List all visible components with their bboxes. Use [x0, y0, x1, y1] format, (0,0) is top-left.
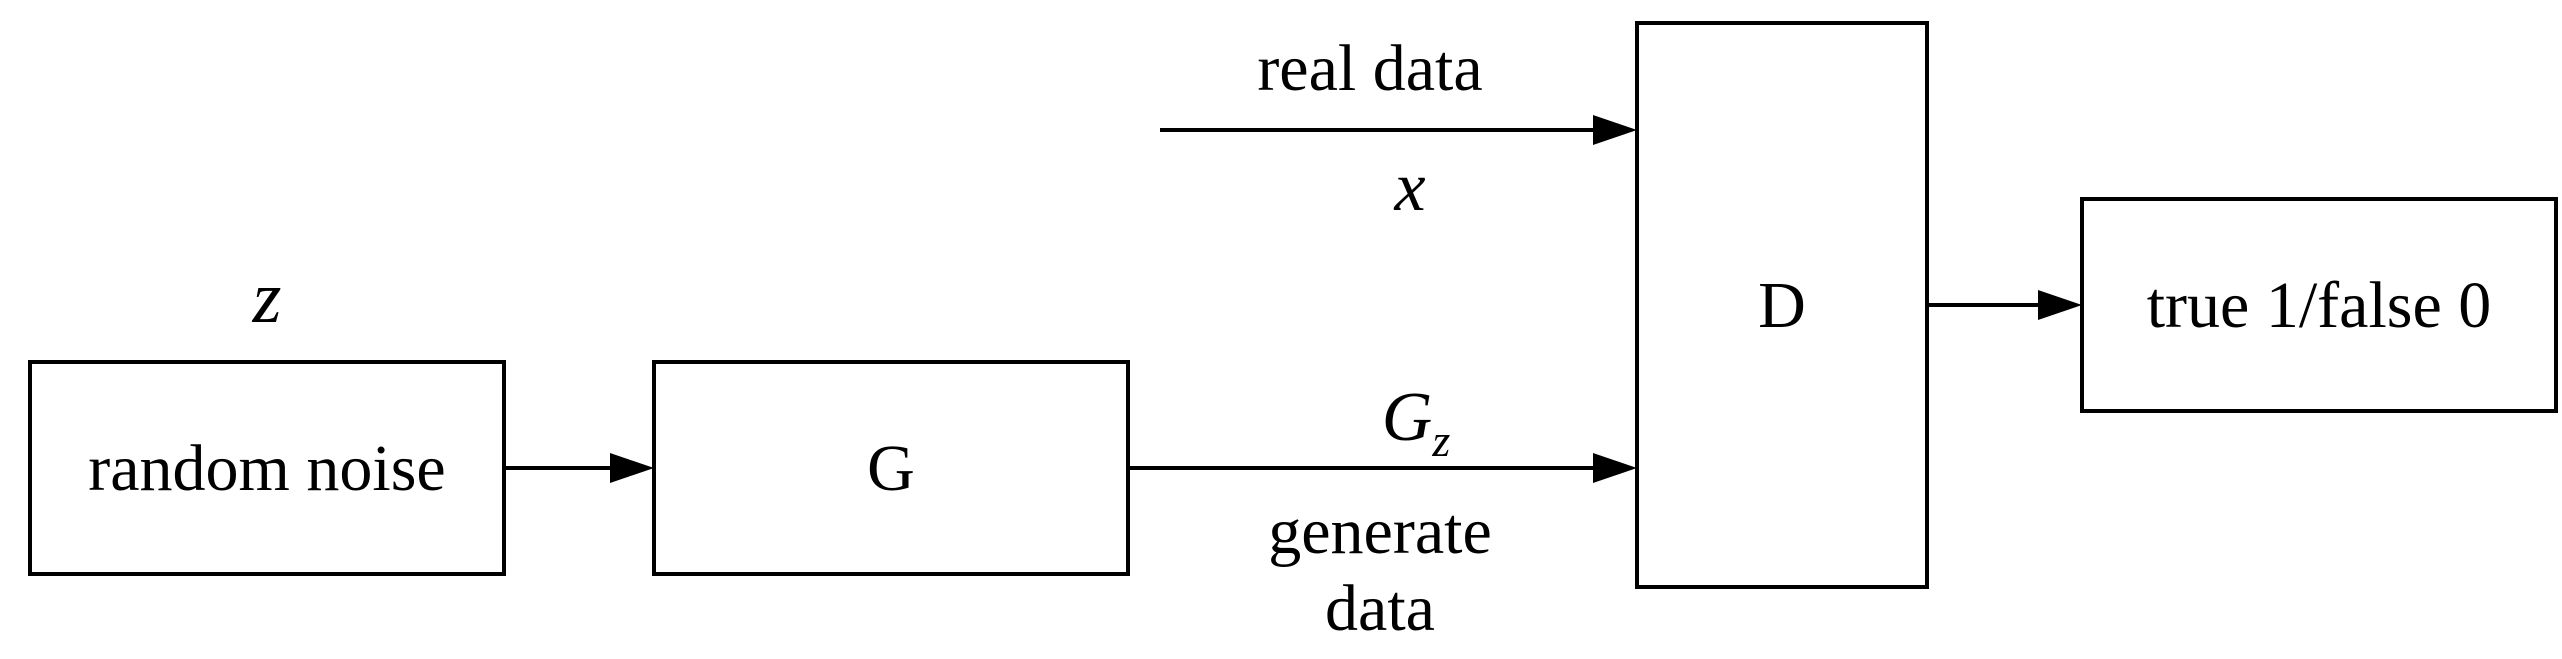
- output-label: true 1/false 0: [2147, 269, 2492, 342]
- real-data-arrowhead: [1593, 115, 1637, 145]
- generator-box: [652, 360, 1130, 576]
- output-box: [2080, 197, 2558, 413]
- generated-var-main: G: [1382, 379, 1433, 456]
- discriminator-box: [1635, 21, 1929, 589]
- generator-label: G: [867, 432, 915, 505]
- real-data-label: real data: [1257, 32, 1482, 105]
- generated-var-subscript: z: [1431, 415, 1450, 466]
- random-noise-label: random noise: [88, 432, 445, 505]
- noise-variable-label: z: [252, 257, 282, 339]
- generated-data-label-line1: generate: [1268, 495, 1492, 568]
- discriminator-label: D: [1758, 269, 1806, 342]
- real-data-variable-label: x: [1393, 149, 1425, 226]
- generator-to-discriminator-arrowhead: [1593, 453, 1637, 483]
- noise-to-generator-arrowhead: [610, 453, 654, 483]
- generated-data-label-line2: data: [1325, 572, 1435, 645]
- random-noise-box: [28, 360, 506, 576]
- discriminator-to-output-arrowhead: [2038, 290, 2082, 320]
- generated-data-variable-label: Gz: [1382, 379, 1451, 466]
